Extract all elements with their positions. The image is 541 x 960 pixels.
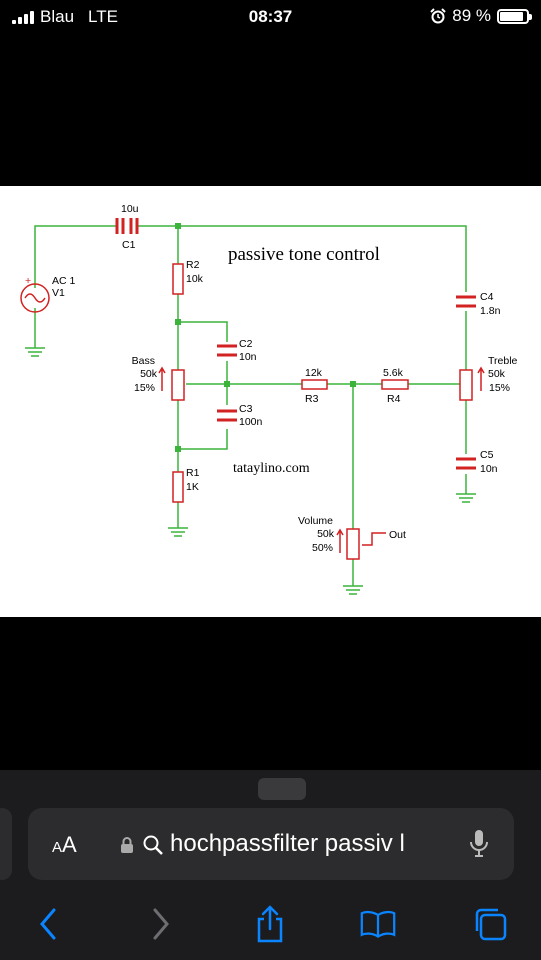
tab-handle[interactable] [258,778,306,800]
alarm-icon [430,8,446,24]
bass-pot-body [171,369,185,401]
battery-percent: 89 % [452,6,491,25]
forward-icon [153,908,169,940]
source-name: AC 1 [52,275,76,287]
c5-value: 10n [480,463,498,475]
bass-label: Bass [132,355,155,367]
source-plus: + [25,275,31,287]
c3-ref: C3 [239,403,253,415]
grounds [25,347,476,595]
r3-value: 12k [305,367,323,379]
r4-ref: R4 [387,393,401,405]
browser-bottom-bar: AA hochpassfilter passiv l [0,770,541,960]
volume-value: 50k [317,528,335,540]
status-bar: Blau LTE 08:37 89 % [0,0,541,36]
r4-body [381,379,409,390]
schematic-title: passive tone control [228,244,380,265]
page-settings-button[interactable]: AA [52,832,77,858]
ac-source-symbol [20,283,50,313]
back-icon [40,908,56,940]
c2-ref: C2 [239,338,253,350]
r1-value: 1K [186,481,199,493]
aa-small: A [52,839,63,856]
c1-ref: C1 [122,239,136,251]
previous-tab-edge[interactable] [0,808,12,880]
bookmarks-icon [360,910,396,938]
back-button[interactable] [30,906,66,942]
network-type: LTE [88,7,118,26]
c1-value: 10u [121,203,139,215]
address-bar[interactable]: AA hochpassfilter passiv l [28,808,514,880]
r2-value: 10k [186,273,204,285]
status-right: 89 % [430,6,532,26]
r3-ref: R3 [305,393,319,405]
search-icon [143,835,163,855]
volume-pot-body [346,528,360,560]
share-button[interactable] [252,905,288,943]
bookmarks-button[interactable] [360,906,396,942]
forward-button[interactable] [143,906,179,942]
treble-value: 50k [488,368,506,380]
tabs-icon [475,908,507,941]
c3-value: 100n [239,416,263,428]
schematic-image[interactable]: passive tone control tataylino.com + AC … [0,186,541,617]
volume-output: Out [389,529,406,541]
r2-body [172,263,184,295]
junction-dots [175,223,356,452]
c2-value: 10n [239,351,257,363]
r2-ref: R2 [186,259,200,271]
source-ref: V1 [52,287,65,299]
battery-icon [497,8,532,24]
c4-value: 1.8n [480,305,501,317]
tabs-button[interactable] [472,906,508,942]
r4-value: 5.6k [383,367,404,379]
treble-label: Treble [488,355,518,367]
treble-setting: 15% [489,382,510,394]
aa-big: A [62,832,77,857]
share-icon [257,905,283,943]
status-time: 08:37 [248,7,293,26]
c4-ref: C4 [480,291,494,303]
signal-bars-icon [12,10,34,24]
bass-value: 50k [140,368,158,380]
r1-body [172,471,184,503]
bass-setting: 15% [134,382,155,394]
r3-body [301,379,328,390]
wires [34,225,467,586]
carrier-name: Blau [40,7,75,26]
microphone-icon[interactable] [468,828,490,860]
c5-ref: C5 [480,449,494,461]
volume-label: Volume [298,515,333,527]
volume-setting: 50% [312,542,333,554]
components [20,218,485,560]
schematic-credit: tataylino.com [233,461,310,476]
treble-pot-body [459,369,473,401]
browser-toolbar [0,896,541,952]
r1-ref: R1 [186,467,200,479]
status-left: Blau LTE [12,7,118,27]
url-text[interactable]: hochpassfilter passiv l [170,830,405,857]
lock-icon [121,837,133,853]
